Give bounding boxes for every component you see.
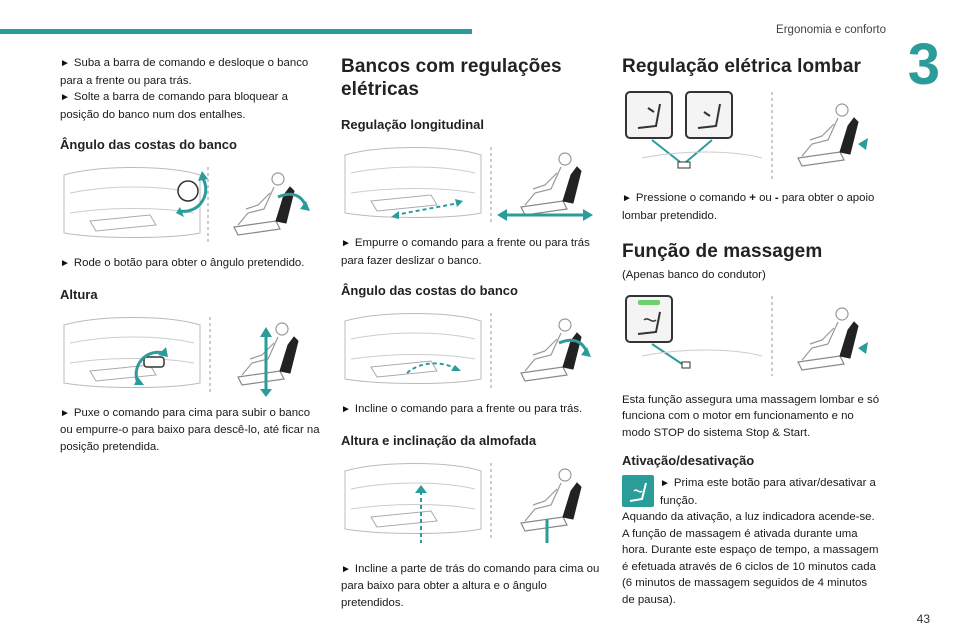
instruction-lift-bar: ►Suba a barra de comando e desloque o ba… (60, 57, 309, 87)
section-title: Ergonomia e conforto (776, 24, 886, 36)
title-lumbar: Regulação elétrica lombar (622, 56, 862, 77)
instruction-rotate-knob: ►Rode o botão para obter o ângulo preten… (60, 257, 305, 269)
header-accent-bar (0, 29, 472, 34)
massage-description: Esta função assegura uma massagem lombar… (622, 393, 880, 439)
bullet-icon: ► (341, 238, 351, 249)
activation-row: ►Prima este botão para ativar/desativar … (622, 475, 882, 509)
column-left: ►Suba a barra de comando e desloque o ba… (60, 55, 320, 455)
bullet-icon: ► (341, 404, 351, 415)
bullet-icon: ► (660, 478, 670, 489)
instruction-release-bar: ►Solte a barra de comando para bloquear … (60, 91, 288, 121)
figure-manual-height (60, 313, 316, 397)
bullet-icon: ► (60, 58, 70, 69)
instruction-lumbar: ►Pressione o comando + ou - para obter o… (622, 192, 875, 222)
activation-detail: Aquando da ativação, a luz indicadora ac… (622, 511, 879, 606)
title-electric-seats: Bancos com regulações elétricas (341, 56, 562, 100)
column-right: Regulação elétrica lombar ►Pressione o c… (622, 55, 882, 608)
figure-electric-backrest (341, 309, 597, 393)
figure-lumbar (622, 88, 878, 184)
bullet-icon: ► (60, 258, 70, 269)
bullet-icon: ► (60, 407, 70, 419)
heading-backrest-angle: Ângulo das costas do banco (60, 137, 237, 152)
figure-massage (622, 292, 878, 380)
minus-symbol: - (774, 192, 779, 204)
heading-height: Altura (60, 286, 98, 302)
instruction-tilt-rear: ►Incline a parte de trás do comando para… (341, 562, 600, 609)
instruction-tilt-control: ►Incline o comando para a frente ou para… (341, 403, 583, 415)
bullet-icon: ► (622, 193, 632, 204)
chapter-number: 3 (907, 32, 940, 97)
instruction-height-control: ►Puxe o comando para cima para subir o b… (60, 406, 320, 453)
bullet-icon: ► (60, 92, 70, 103)
figure-manual-backrest (60, 163, 316, 247)
heading-cushion: Altura e inclinação da almofada (341, 432, 537, 448)
instruction-press-button: ►Prima este botão para ativar/desativar … (660, 477, 876, 507)
bullet-icon: ► (341, 563, 351, 575)
massage-button-icon (622, 475, 654, 507)
figure-electric-cushion (341, 459, 597, 543)
heading-activation: Ativação/desativação (622, 453, 755, 468)
figure-electric-longitudinal (341, 143, 597, 227)
heading-longitudinal: Regulação longitudinal (341, 117, 485, 132)
plus-symbol: + (749, 192, 756, 204)
page-number: 43 (916, 612, 930, 626)
column-middle: Bancos com regulações elétricas Regulaçã… (341, 55, 601, 611)
massage-note: (Apenas banco do condutor) (622, 269, 766, 281)
heading-electric-backrest: Ângulo das costas do banco (341, 283, 518, 298)
title-massage: Função de massagem (622, 241, 823, 262)
instruction-slide-seat: ►Empurre o comando para a frente ou para… (341, 237, 590, 267)
